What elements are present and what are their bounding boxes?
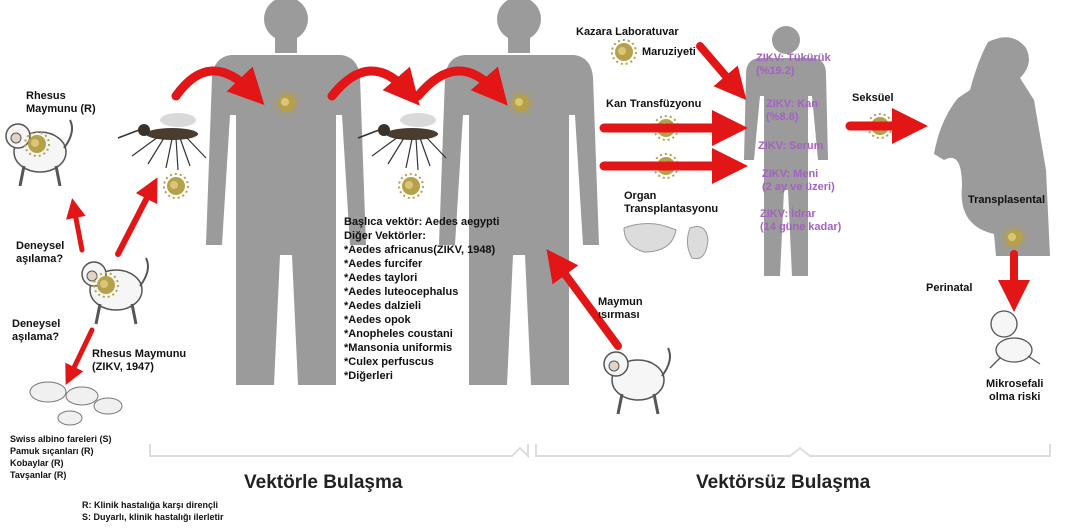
section-title-vector: Vektörle Bulaşma <box>244 472 402 494</box>
label-kan-transfuzyonu: Kan Transfüzyonu <box>606 98 701 111</box>
vector-list-item: *Aedes taylori <box>344 272 417 285</box>
label-transplasental: Transplasental <box>968 194 1045 207</box>
label-rhesus-r: Rhesus Maymunu (R) <box>26 90 96 116</box>
vector-list-item: *Aedes furcifer <box>344 258 422 271</box>
label-deneysel-1: Deneysel aşılama? <box>16 240 64 266</box>
vector-subheader: Diğer Vektörler: <box>344 230 426 243</box>
label-deneysel-2: Deneysel aşılama? <box>12 318 60 344</box>
section-brackets <box>150 444 1050 456</box>
host-item: Kobaylar (R) <box>10 458 64 469</box>
label-kazara: Kazara Laboratuvar <box>576 26 679 39</box>
section-title-nonvector: Vektörsüz Bulaşma <box>696 472 870 494</box>
label-maymun-isirmasi: Maymun ısırması <box>598 296 643 322</box>
zikv-blood: ZIKV: Kan (%8.8) <box>766 98 818 124</box>
vector-list-item: *Aedes luteocephalus <box>344 286 458 299</box>
label-mikrosefali: Mikrosefali olma riski <box>986 378 1043 404</box>
vector-header: Başlıca vektör: Aedes aegypti <box>344 216 500 229</box>
label-organ: Organ Transplantasyonu <box>624 190 718 216</box>
label-maruziyeti: Maruziyeti <box>642 46 696 59</box>
vector-list-item: *Aedes dalzieli <box>344 300 421 313</box>
vector-list-item: *Mansonia uniformis <box>344 342 452 355</box>
vector-list-item: *Aedes africanus(ZIKV, 1948) <box>344 244 495 257</box>
host-item: Swiss albino fareleri (S) <box>10 434 112 445</box>
label-seksuel: Seksüel <box>852 92 894 105</box>
legend-r: R: Klinik hastalığa karşı dirençli <box>82 500 218 511</box>
zikv-semen: ZIKV: Meni (2 ay ve üzeri) <box>762 168 835 194</box>
zikv-saliva: ZIKV: Tükürük (%19.2) <box>756 52 831 78</box>
label-rhesus-1947: Rhesus Maymunu (ZIKV, 1947) <box>92 348 186 374</box>
zikv-urine: ZIKV: İdrar (14 güne kadar) <box>760 208 841 234</box>
host-item: Pamuk sıçanları (R) <box>10 446 94 457</box>
vector-list-item: *Culex perfuscus <box>344 356 434 369</box>
zikv-serum: ZIKV: Serum <box>758 140 823 153</box>
vector-list-item: *Aedes opok <box>344 314 411 327</box>
label-perinatal: Perinatal <box>926 282 972 295</box>
legend-s: S: Duyarlı, klinik hastalığı ilerletir <box>82 512 224 523</box>
vector-list-item: *Diğerleri <box>344 370 393 383</box>
host-item: Tavşanlar (R) <box>10 470 66 481</box>
vector-list-item: *Anopheles coustani <box>344 328 453 341</box>
